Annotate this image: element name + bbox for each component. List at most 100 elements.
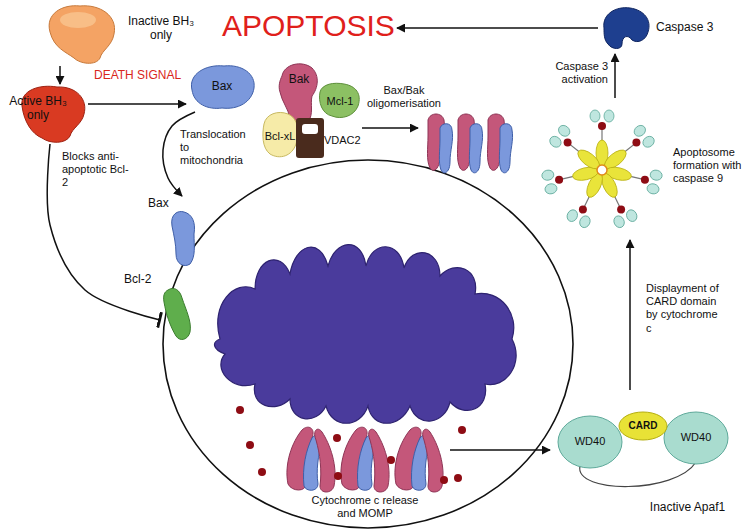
drawing-part [556,123,572,138]
drawing-part [548,123,572,149]
drawing-part [439,124,452,173]
drawing-part: WD40 [564,435,616,448]
edge-label: Translocation to mitochondria [180,128,254,168]
drawing-part [565,208,579,223]
drawing-part [579,206,587,214]
drawing-part [604,110,614,122]
drawing-part [646,183,660,195]
arrow-connector [629,240,631,390]
node-label: Bax/Bak oligomerisation [364,84,444,110]
drawing-part: Mcl-1 [320,95,360,108]
drawing-part: WD40 [670,431,722,444]
protein-illustration [160,284,196,342]
drawing-part [263,112,298,156]
drawing-part: Bax/Bak oligomerisation [364,84,444,110]
drawing-part: Bax [186,79,258,93]
drawing-part: Caspase 3 [656,20,726,34]
node-label: WD40 [564,435,616,448]
drawing-part [341,427,389,492]
drawing-part: CARD [621,420,665,432]
caspase3-protein: Caspase 3 [598,4,728,54]
drawing-part: Blocks anti-apoptotic Bcl-2 [62,150,132,190]
node-label: Inactive BH₃ only [122,14,200,43]
edge-label: Caspase 3 activation [538,60,608,86]
bax-bak-oligomer: Bax/Bak oligomerisation [418,112,514,178]
cytochrome-c-dot [458,426,466,434]
drawing-part [296,118,324,158]
edge-label: Blocks anti-apoptotic Bcl-2 [62,150,132,190]
drawing-part [440,476,448,484]
drawing-part [555,176,563,184]
drawing-part: Caspase 3 activation [538,60,608,86]
drawing-part [387,456,395,464]
edge-label: Displayment of CARD domain by cytochrome… [646,282,726,335]
drawing-part [469,124,482,173]
active-bh3-protein: Active BH₃ only [2,84,88,144]
drawing-part [641,134,657,149]
bak-complex: BakMcl-1Bcl-xLVDAC2 [262,62,362,162]
drawing-part [641,176,649,184]
drawing-part [565,208,592,229]
node-label: Inactive Apaf1 [640,500,735,514]
arrow-connector [59,66,61,84]
protein-illustration [418,112,514,178]
drawing-part: Inactive BH₃ only [122,14,200,43]
drawing-part [334,472,342,480]
bax-protein: Bax [186,62,258,112]
drawing-part [612,214,626,229]
drawing-part [632,139,640,147]
drawing-part [664,412,728,464]
drawing-part [558,416,622,468]
drawing-part [541,169,555,181]
drawing-part: Bcl-2 [124,272,158,286]
drawing-part [649,169,663,181]
drawing-part [544,183,558,195]
drawing-part: Displayment of CARD domain by cytochrome… [646,282,726,335]
inactive-bh3-protein: Inactive BH₃ only [40,2,200,66]
drawing-part: Inactive Apaf1 [640,500,735,514]
cytochrome-c-dot [236,406,244,414]
drawing-part: VDAC2 [324,134,366,147]
arrow-connector [88,103,186,105]
drawing-part [578,214,592,229]
cytochrome-c-dot [246,441,254,449]
drawing-part [619,412,667,440]
drawing-part [302,124,318,134]
node-label: Apoptosome formation with caspase 9 [673,146,747,186]
drawing-part: Bak [284,72,314,86]
drawing-part [60,12,96,28]
protein-illustration [40,2,200,66]
edge-label: DEATH SIGNAL [94,68,194,82]
arrow-connector [163,112,195,196]
drawing-part [320,83,360,117]
drawing-part [315,429,335,492]
drawing-part [590,110,600,122]
node-label: Bcl-2 [124,272,158,286]
drawing-part [369,429,389,492]
apoptosis-outcome: APOPTOSIS [222,8,397,44]
drawing-part: DEATH SIGNAL [94,68,194,82]
drawing-part [604,8,649,49]
node-label: Bax [186,79,258,93]
node-label: APOPTOSIS [222,8,395,44]
drawing-part [164,288,191,339]
drawing-part [541,169,558,195]
drawing-part [632,123,656,149]
drawing-part [423,429,443,492]
drawing-part [598,122,606,130]
drawing-part [564,139,572,147]
bax-protein: Bax [148,196,198,268]
drawing-part [646,169,663,195]
protein-illustration [535,98,669,240]
protein-illustration [262,62,362,162]
apoptosome: Apoptosome formation with caspase 9 [535,98,669,240]
drawing-part: Cytochrome c release and MOMP [305,494,425,520]
node-label: Bax [148,196,174,210]
node-label: Cytochrome c release and MOMP [305,494,425,520]
arrow-connector [450,449,550,451]
drawing-part: Translocation to mitochondria [180,128,254,168]
drawing-part [395,427,443,492]
drawing-part [333,434,341,442]
mitochondrial-matrix [215,245,517,424]
drawing-part [499,124,512,173]
